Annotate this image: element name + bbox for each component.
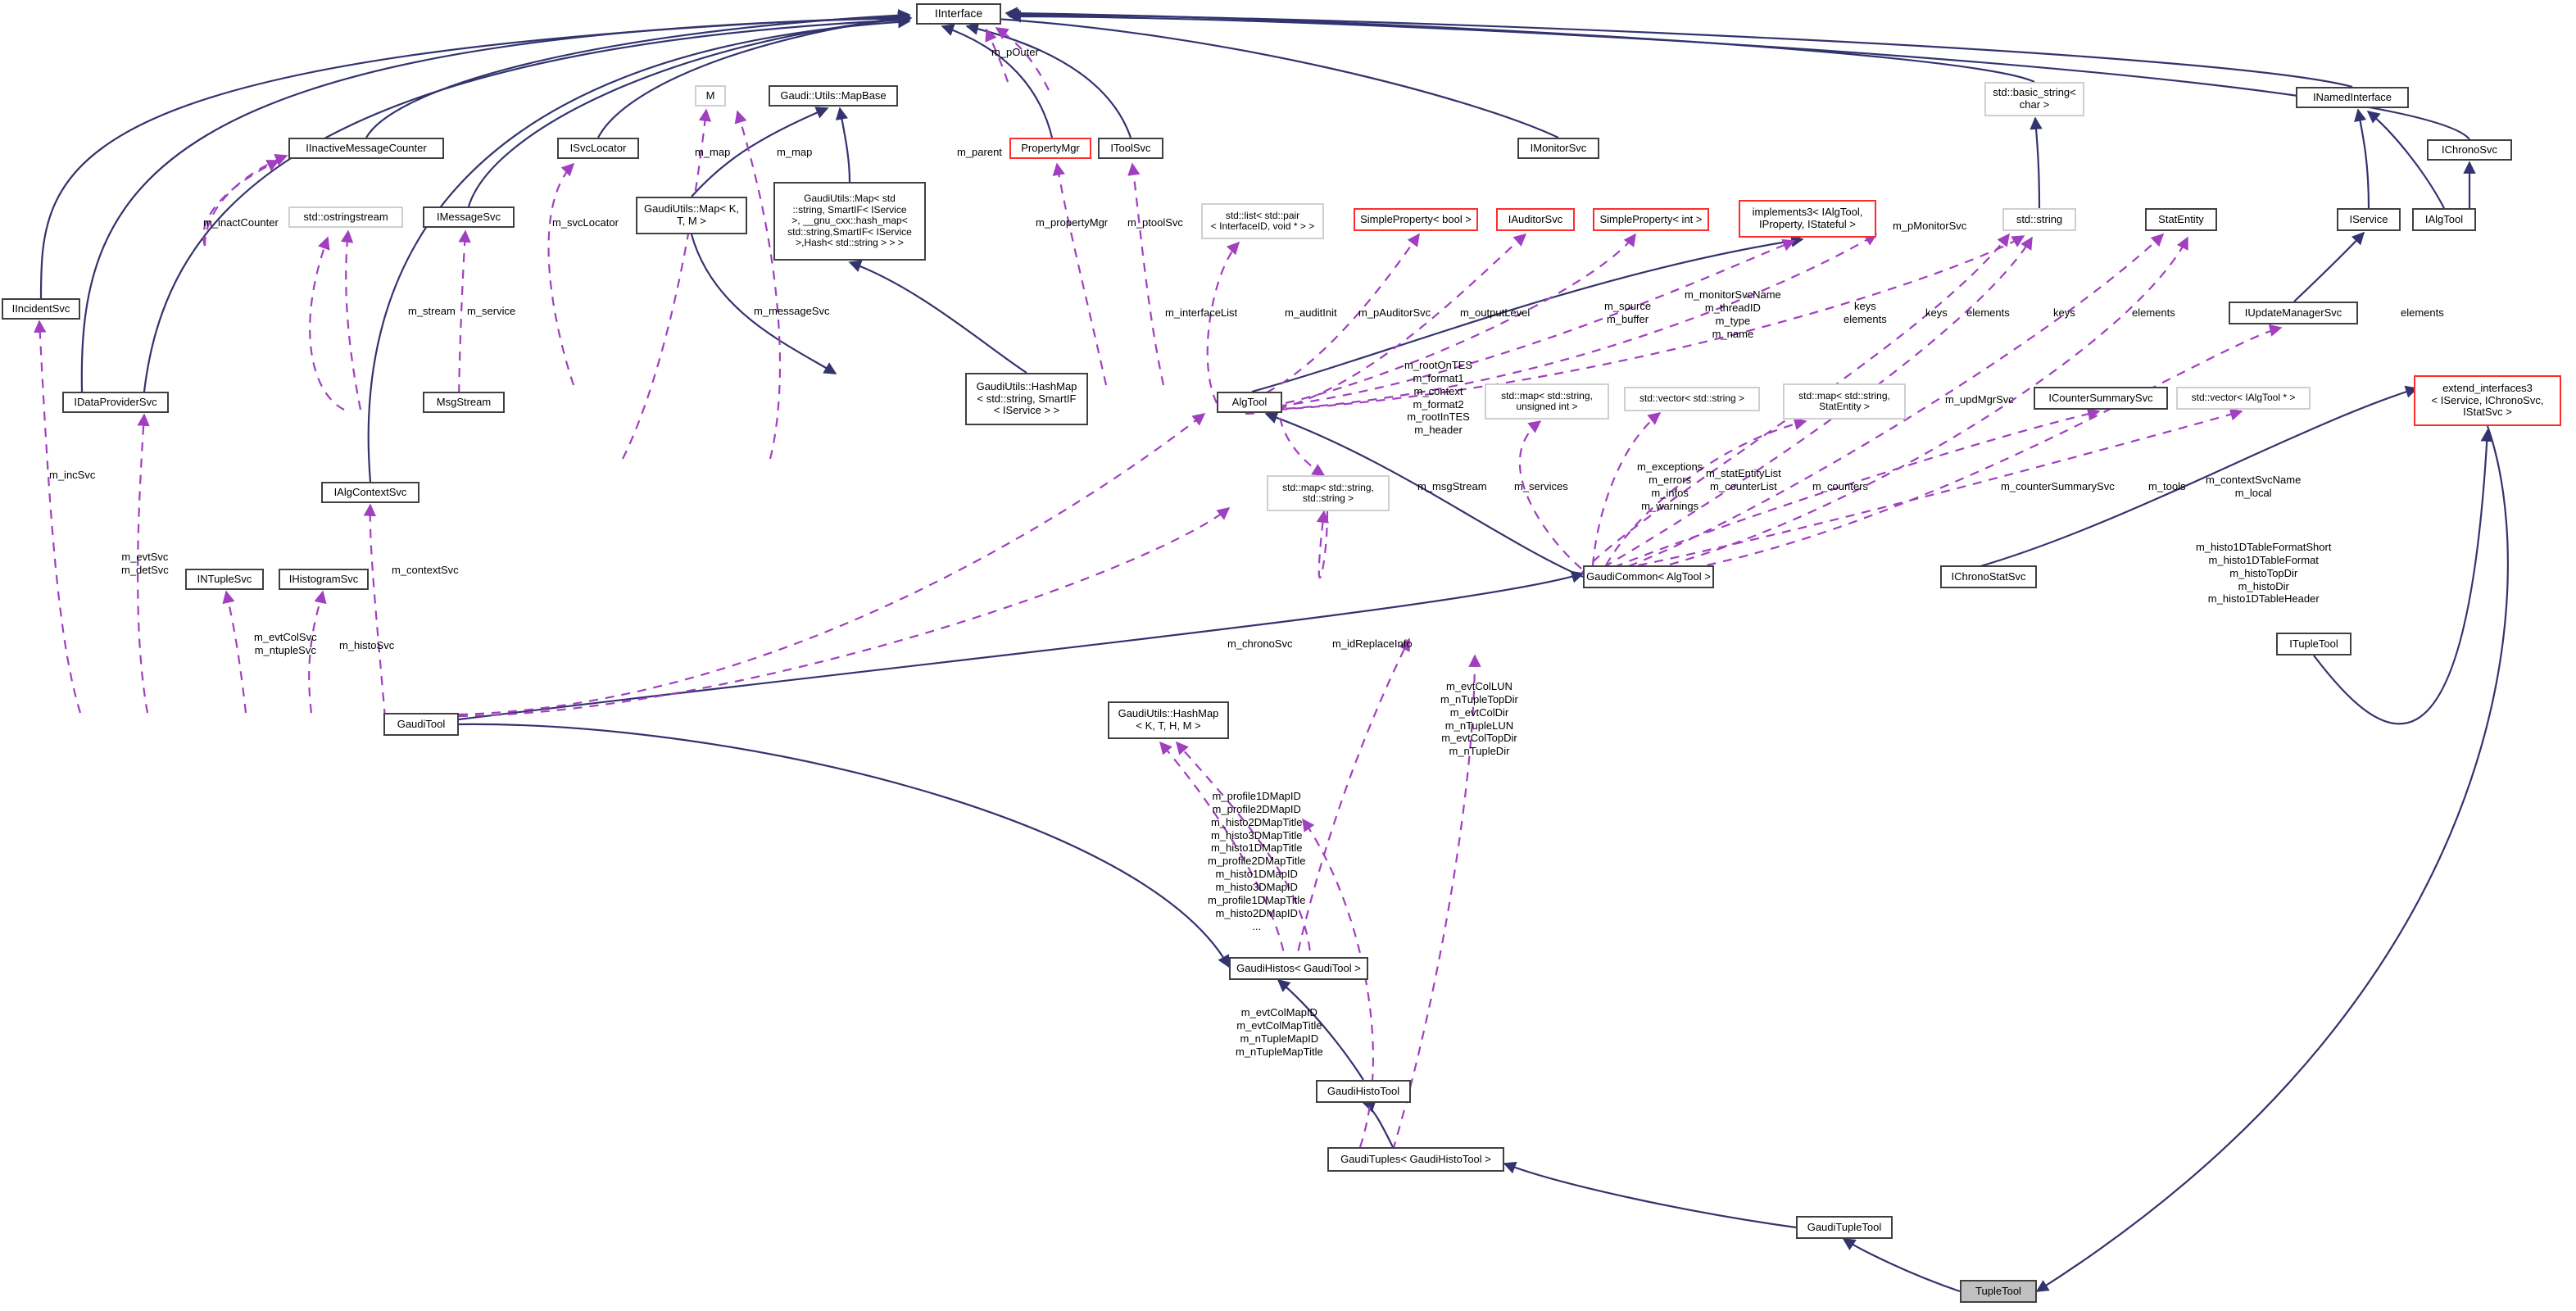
- class-node-gaudituplesgaudihistotool[interactable]: GaudiTuples< GaudiHistoTool >: [1327, 1147, 1504, 1172]
- class-node-imessagesvc[interactable]: IMessageSvc: [423, 206, 515, 228]
- class-node-propertymgr[interactable]: PropertyMgr: [1009, 138, 1091, 159]
- class-node-ialgtool[interactable]: IAlgTool: [2412, 208, 2476, 231]
- class-node-inamedinterface[interactable]: INamedInterface: [2296, 87, 2409, 108]
- edge-label-m-incsvc: m_incSvc: [49, 469, 96, 481]
- class-node-ichronosvc[interactable]: IChronoSvc: [2427, 139, 2512, 161]
- edge-label-m-idreplaceinfo: m_idReplaceInfo: [1332, 637, 1413, 650]
- edge-label-m-exceptions: m_exceptions m_errors m_infos m_warnings: [1637, 460, 1703, 512]
- edge-label-m-tools: m_tools: [2148, 480, 2186, 492]
- edge-label-m-evtcollun: m_evtColLUN m_nTupleTopDir m_evtColDir m…: [1440, 680, 1518, 758]
- class-node-simpleproperty-int[interactable]: SimpleProperty< int >: [1593, 208, 1709, 231]
- edge-label-elements-2: elements: [2132, 306, 2175, 319]
- edge-label-m-interfacelist: m_interfaceList: [1165, 306, 1238, 319]
- class-node-extend-interfaces3[interactable]: extend_interfaces3 < IService, IChronoSv…: [2414, 375, 2561, 426]
- class-node-iauditorsvc[interactable]: IAuditorSvc: [1496, 208, 1575, 231]
- edge-label-m-rootontes: m_rootOnTES m_format1 m_context m_format…: [1404, 359, 1473, 437]
- edge-label-m-outputlevel: m_outputLevel: [1460, 306, 1531, 319]
- edge-label-m-pauditorsvc: m_pAuditorSvc: [1358, 306, 1431, 319]
- class-node-simpleproperty-bool[interactable]: SimpleProperty< bool >: [1354, 208, 1478, 231]
- class-node-tupletool[interactable]: TupleTool: [1960, 1280, 2037, 1303]
- class-node-implements3[interactable]: implements3< IAlgTool, IProperty, IState…: [1739, 200, 1876, 238]
- class-node-icountersummarysvc[interactable]: ICounterSummarySvc: [2034, 387, 2168, 410]
- class-node-ichronostatsvc[interactable]: IChronoStatSvc: [1940, 565, 2037, 588]
- class-node-algtool[interactable]: AlgTool: [1217, 392, 1282, 413]
- class-node-std-map-str-uint[interactable]: std::map< std::string, unsigned int >: [1485, 383, 1609, 420]
- edge-label-m-ptoolsvc: m_ptoolSvc: [1127, 216, 1183, 229]
- class-node-gaudicommonalgtool[interactable]: GaudiCommon< AlgTool >: [1583, 565, 1714, 588]
- edge-label-m-inactcounter: m_inactCounter: [203, 216, 279, 229]
- edge-label-keys-1: keys: [1925, 306, 1948, 319]
- class-node-std-ostringstream[interactable]: std::ostringstream: [288, 206, 403, 228]
- class-node-gauditupletool[interactable]: GaudiTupleTool: [1796, 1216, 1893, 1239]
- edge-label-keys-elements-1: keys elements: [1844, 300, 1887, 325]
- edge-label-m-evtcolsvc-ntuplesvc: m_evtColSvc m_ntupleSvc: [254, 631, 317, 656]
- class-node-isvclocator[interactable]: ISvcLocator: [557, 138, 639, 159]
- edge-label-m-evtcolmapid: m_evtColMapID m_evtColMapTitle m_nTupleM…: [1236, 1006, 1323, 1058]
- edge-label-m-msgstream: m_msgStream: [1417, 480, 1487, 492]
- edge-label-m-pmonitorsvc: m_pMonitorSvc: [1893, 220, 1967, 232]
- class-node-m[interactable]: M: [695, 85, 726, 107]
- class-node-std-basic-string[interactable]: std::basic_string< char >: [1984, 82, 2084, 116]
- edge-label-m-updmgrsvc: m_updMgrSvc: [1945, 393, 2014, 406]
- edge-label-m-evtsvc-detsvc: m_evtSvc m_detSvc: [121, 551, 169, 576]
- edge-label-m-pouter: m_pOuter: [991, 46, 1039, 58]
- class-node-intuplesvc[interactable]: INTupleSvc: [185, 569, 264, 590]
- edge-label-elements-1: elements: [1966, 306, 2010, 319]
- edge-label-m-propertymgr: m_propertyMgr: [1036, 216, 1109, 229]
- edge-label-m-histosvc: m_histoSvc: [339, 639, 395, 651]
- edge-label-m-statentitylist: m_statEntityList m_counterList: [1706, 467, 1781, 492]
- class-node-msgstream[interactable]: MsgStream: [423, 392, 505, 413]
- class-node-iincidentsvc[interactable]: IIncidentSvc: [2, 298, 80, 320]
- class-node-std-list-pair[interactable]: std::list< std::pair < InterfaceID, void…: [1201, 203, 1324, 239]
- edge-label-m-countersummarysvc: m_counterSummarySvc: [2001, 480, 2115, 492]
- class-node-std-vector-algtool[interactable]: std::vector< IAlgTool * >: [2176, 387, 2311, 410]
- class-node-gaudihistotool[interactable]: GaudiHistoTool: [1316, 1080, 1411, 1103]
- class-node-std-map-str-str[interactable]: std::map< std::string, std::string >: [1267, 475, 1390, 511]
- edge-label-m-messagesvc: m_messageSvc: [754, 305, 830, 317]
- class-node-gaudiutilshashmapkthm[interactable]: GaudiUtils::HashMap < K, T, H, M >: [1108, 701, 1229, 739]
- edge-label-m-map-left: m_map: [695, 146, 731, 158]
- edge-label-m-chronosvc: m_chronoSvc: [1227, 637, 1293, 650]
- edge-label-m-source-buffer: m_source m_buffer: [1604, 300, 1652, 325]
- edge-label-m-histo1dtableformatshort: m_histo1DTableFormatShort m_histo1DTable…: [2196, 541, 2332, 606]
- class-node-iupdatemanagersvc[interactable]: IUpdateManagerSvc: [2229, 302, 2358, 324]
- class-node-iinactivemessagecounter[interactable]: IInactiveMessageCounter: [288, 138, 444, 159]
- edge-label-m-auditinit: m_auditInit: [1285, 306, 1337, 319]
- edge-label-m-service: m_service: [467, 305, 516, 317]
- edge-label-elements-3: elements: [2401, 306, 2444, 319]
- class-node-imonitorsvc[interactable]: IMonitorSvc: [1517, 138, 1599, 159]
- edge-label-m-services: m_services: [1514, 480, 1568, 492]
- class-node-itupletool[interactable]: ITupleTool: [2276, 633, 2352, 656]
- class-node-gaudiutilshashmapstr[interactable]: GaudiUtils::HashMap < std::string, Smart…: [965, 373, 1088, 425]
- edge-label-m-svclocator: m_svcLocator: [552, 216, 619, 229]
- class-node-idataprovidersvc[interactable]: IDataProviderSvc: [62, 392, 169, 413]
- class-node-std-vector-string[interactable]: std::vector< std::string >: [1624, 387, 1760, 411]
- edge-label-m-stream: m_stream: [408, 305, 456, 317]
- edge-label-m-profile1dmapid: m_profile1DMapID m_profile2DMapID m_hist…: [1208, 790, 1306, 932]
- class-node-iinterface[interactable]: IInterface: [916, 3, 1001, 25]
- class-node-gaudihistosgauditool[interactable]: GaudiHistos< GaudiTool >: [1229, 957, 1368, 980]
- class-node-gaudiutilsmapktm[interactable]: GaudiUtils::Map< K, T, M >: [636, 197, 747, 234]
- class-node-iservice[interactable]: IService: [2337, 208, 2401, 231]
- class-node-std-map-str-stat[interactable]: std::map< std::string, StatEntity >: [1783, 383, 1906, 420]
- edge-label-m-contextsvcname: m_contextSvcName m_local: [2206, 474, 2302, 499]
- class-node-gaudiutilsmapbase[interactable]: Gaudi::Utils::MapBase: [769, 85, 898, 107]
- class-node-ialgcontextsvc[interactable]: IAlgContextSvc: [321, 482, 420, 503]
- edge-label-m-contextsvc: m_contextSvc: [392, 564, 459, 576]
- edge-label-m-monitorsvcname: m_monitorSvcName m_threadID m_type m_nam…: [1685, 288, 1781, 340]
- edge-label-m-counters: m_counters: [1812, 480, 1868, 492]
- usage-edges: [34, 27, 2283, 1151]
- class-node-gaudiutilsmapstr[interactable]: GaudiUtils::Map< std ::string, SmartIF< …: [773, 182, 926, 261]
- edge-label-m-parent: m_parent: [957, 146, 1002, 158]
- class-node-itoolsvc[interactable]: IToolSvc: [1098, 138, 1163, 159]
- edge-label-m-map-right: m_map: [777, 146, 813, 158]
- class-node-gauditool[interactable]: GaudiTool: [383, 713, 459, 736]
- class-node-statentity[interactable]: StatEntity: [2145, 208, 2217, 231]
- edge-label-keys-2: keys: [2053, 306, 2075, 319]
- class-node-std-string[interactable]: std::string: [2002, 208, 2076, 231]
- class-node-ihistogramsvc[interactable]: IHistogramSvc: [279, 569, 369, 590]
